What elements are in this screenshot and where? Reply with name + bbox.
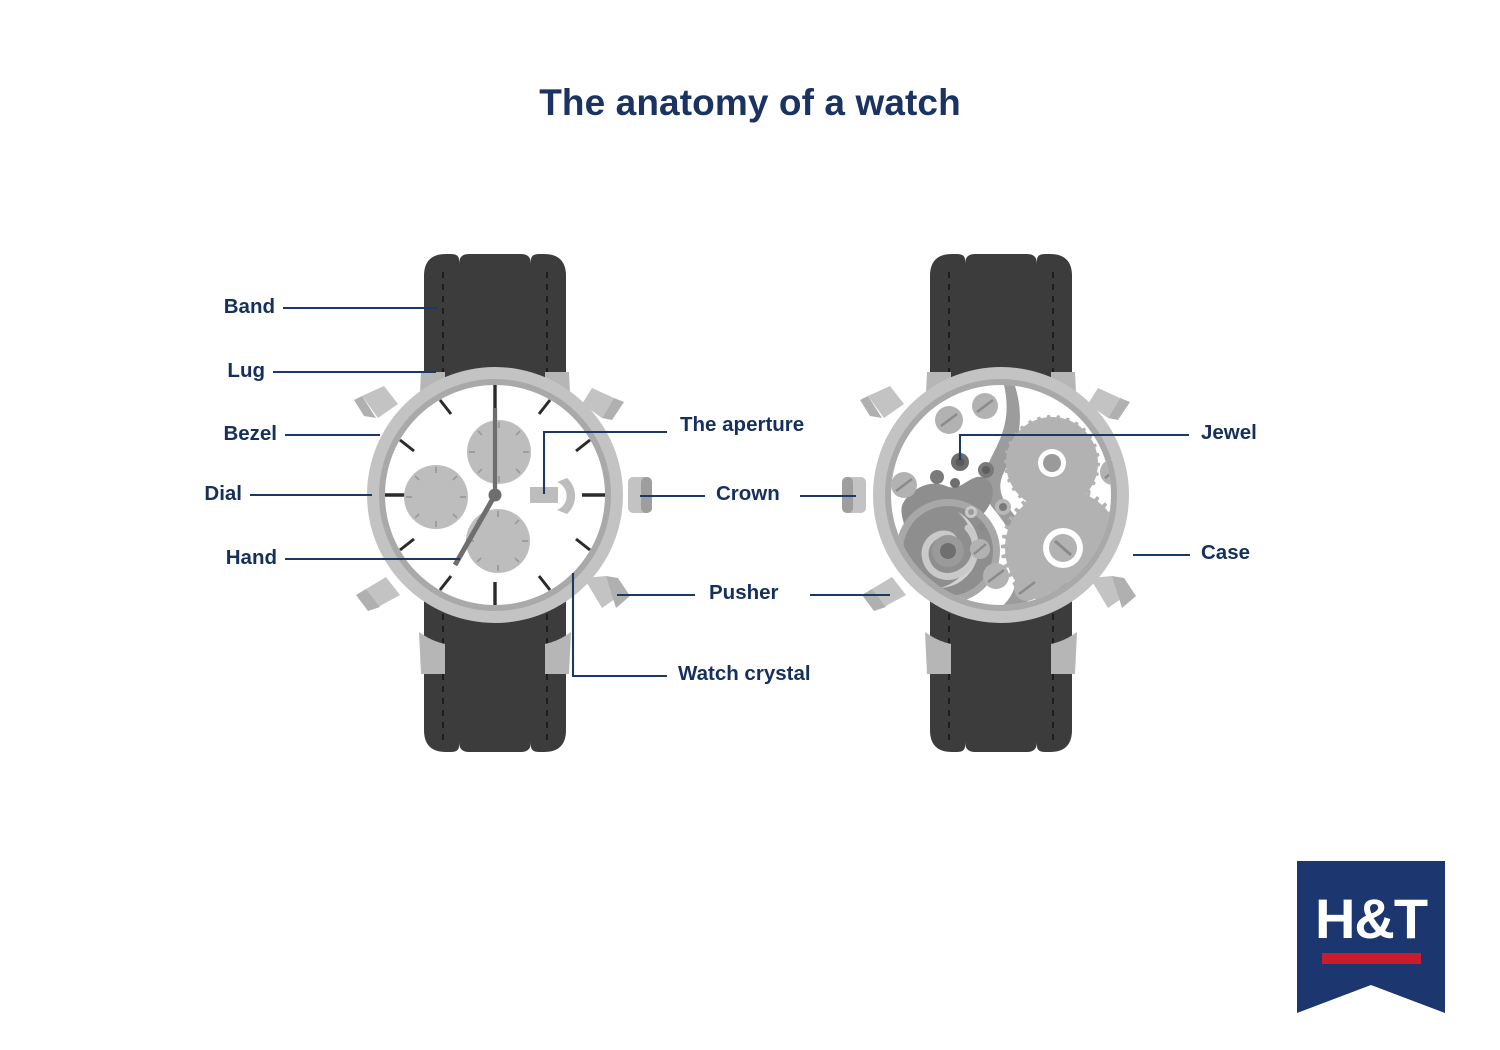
label-jewel: Jewel: [1201, 421, 1257, 444]
label-pusher: Pusher: [709, 581, 779, 604]
watch-hour-markers: [385, 385, 605, 605]
watch-hands: [452, 408, 502, 567]
logo-red-bar: [1322, 953, 1421, 964]
label-crown: Crown: [716, 482, 780, 505]
logo-banner: [1297, 861, 1445, 1013]
movement-pushers-right: [1088, 388, 1136, 608]
page-title: The anatomy of a watch: [539, 82, 961, 123]
ht-logo: [1297, 861, 1445, 1013]
label-dial: Dial: [204, 482, 242, 505]
logo-text: H&T: [1314, 887, 1428, 950]
label-case: Case: [1201, 541, 1251, 564]
watch-subdials: [404, 420, 531, 573]
watch-front-view: [354, 254, 652, 752]
watch-dial-arc: [557, 478, 576, 514]
movement-jewels: [930, 453, 1011, 531]
movement-internals: [891, 385, 1111, 605]
label-band: Band: [223, 295, 275, 318]
watch-date-aperture: [530, 487, 558, 503]
label-bezel: Bezel: [223, 422, 277, 445]
label-watch-crystal: Watch crystal: [678, 662, 811, 685]
watch-pushers-left: [354, 386, 400, 611]
leader-jewel: [958, 433, 1189, 460]
label-aperture: The aperture: [680, 413, 805, 436]
leader-lines: [250, 306, 1190, 678]
label-lug: Lug: [227, 359, 265, 382]
label-hand: Hand: [225, 546, 277, 569]
movement-gear-upper: [1004, 415, 1100, 511]
watch-movement-view: [842, 254, 1136, 752]
ht-logo-wrap: H&T: [1297, 861, 1445, 1013]
leader-watch-crystal: [571, 573, 667, 678]
leader-aperture: [542, 430, 667, 494]
